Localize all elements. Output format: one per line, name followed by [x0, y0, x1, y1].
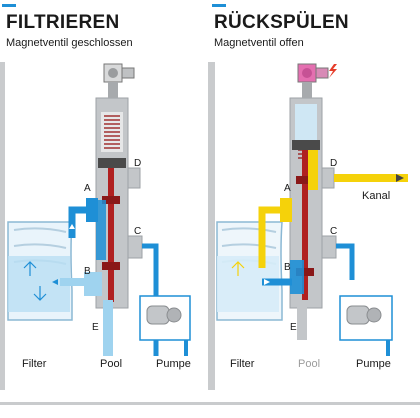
left-spring	[104, 115, 120, 149]
left-caption-filter: Filter	[22, 358, 47, 370]
left-piston-rod	[108, 168, 114, 302]
right-caption-pumpe: Pumpe	[356, 358, 391, 370]
right-flow-arrow-icon	[264, 279, 270, 285]
left-accent-dash	[2, 4, 16, 7]
left-label-c: C	[134, 226, 142, 237]
right-label-e: E	[290, 322, 297, 333]
left-flow-arrow-icon	[69, 224, 75, 229]
right-label-kanal: Kanal	[362, 190, 391, 202]
right-piston-rod	[302, 150, 308, 300]
right-label-a: A	[284, 183, 291, 194]
right-label-d: D	[330, 158, 338, 169]
left-pump-icon	[146, 305, 182, 325]
left-label-b: B	[84, 266, 91, 277]
left-label-a: A	[84, 183, 91, 194]
left-caption-pool: Pool	[100, 358, 123, 370]
left-panel-graphics	[7, 63, 191, 356]
bottom-frame-bar	[0, 402, 420, 405]
right-label-c: C	[330, 226, 338, 237]
right-title: RÜCKSPÜLEN	[214, 12, 349, 33]
left-label-e: E	[92, 322, 99, 333]
right-caption-pool: Pool	[298, 358, 321, 370]
right-pump-icon	[346, 305, 382, 325]
right-accent-dash	[212, 4, 226, 7]
right-subtitle: Magnetventil offen	[214, 37, 304, 49]
left-label-d: D	[134, 158, 142, 169]
left-caption-pumpe: Pumpe	[156, 358, 191, 370]
left-subtitle: Magnetventil geschlossen	[6, 37, 133, 49]
left-title: FILTRIEREN	[6, 12, 120, 33]
right-caption-filter: Filter	[230, 358, 255, 370]
right-panel-graphics	[216, 63, 408, 356]
lightning-icon	[329, 64, 337, 78]
right-label-b: B	[284, 262, 291, 273]
middle-frame-bar	[208, 62, 215, 390]
left-frame-bar	[0, 62, 5, 390]
